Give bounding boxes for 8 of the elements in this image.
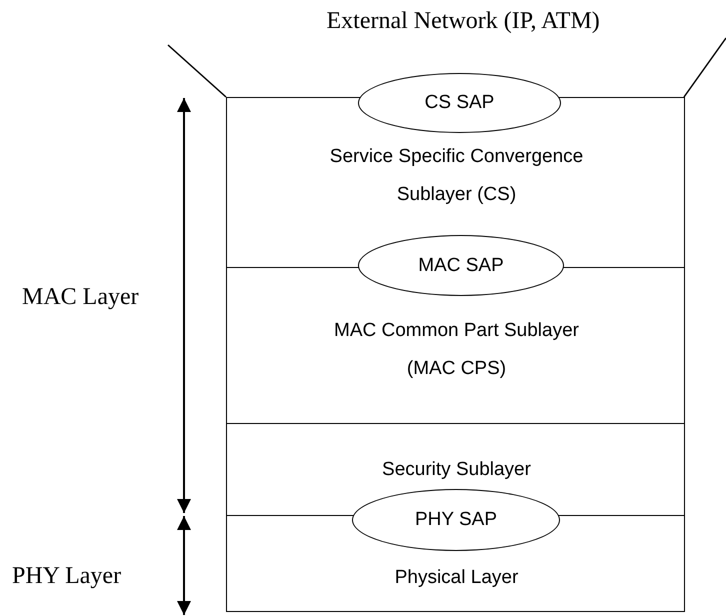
- sublayer-label: Service Specific Convergence Sublayer (CS): [328, 145, 584, 207]
- sublayer-label: Security Sublayer: [381, 458, 532, 482]
- layer-label: PHY Layer: [12, 563, 122, 590]
- sublayer-label: Physical Layer: [394, 566, 520, 590]
- sublayer-label: MAC Common Part Sublayer (MAC CPS): [333, 319, 580, 381]
- network-label: External Network (IP, ATM): [326, 8, 600, 35]
- layer-label: MAC Layer: [22, 284, 139, 311]
- sap-ellipse: CS SAP: [358, 73, 561, 133]
